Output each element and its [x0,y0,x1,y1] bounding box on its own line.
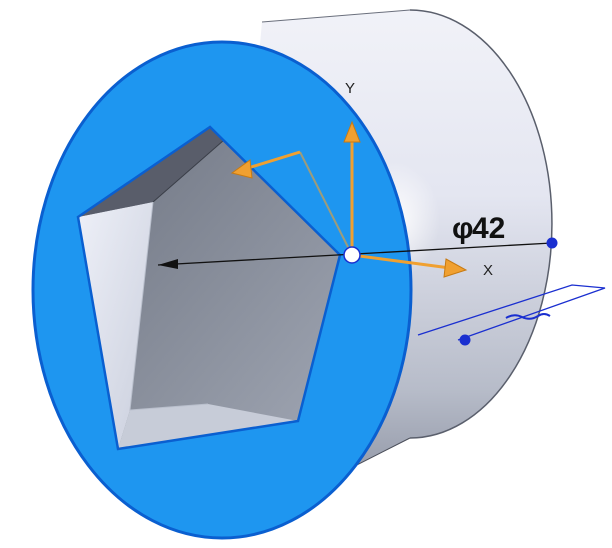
triad-origin-point[interactable] [343,246,361,264]
cylinder-back-edge [409,9,553,439]
handle-guide-line [417,284,606,341]
dimension-value: 42 [472,212,505,245]
pocket-inner-edges-2 [129,201,209,411]
dimension-symbol: φ [452,212,473,245]
dimension-endpoint-handle[interactable] [546,237,558,249]
triad-z-axis [299,151,353,256]
triad-x-arrow-icon[interactable] [443,258,468,278]
handle-squiggle [505,313,551,320]
pocket-wall-bottom [118,404,298,449]
triad-y-arrow-icon[interactable] [343,120,361,143]
dimension-arrowhead [158,259,178,269]
pocket-inner-edges [152,139,225,203]
triad-x-axis [351,253,451,270]
pocket-outline [76,125,342,451]
triad-x-label: X [483,262,493,279]
pocket-wall-left [78,202,153,449]
pocket-wall-top [78,127,224,217]
pentagon-pocket[interactable] [76,125,342,451]
triad-z-arrow-icon[interactable] [230,159,253,179]
diameter-dimension[interactable]: φ 42 [157,212,558,269]
cylinder-top-silhouette [261,9,411,23]
reference-triad[interactable]: Y X [230,80,493,279]
triad-z-tail [247,150,301,170]
drag-handle-group[interactable] [417,284,606,346]
handle-point[interactable] [459,334,471,346]
triad-y-label: Y [345,80,355,97]
